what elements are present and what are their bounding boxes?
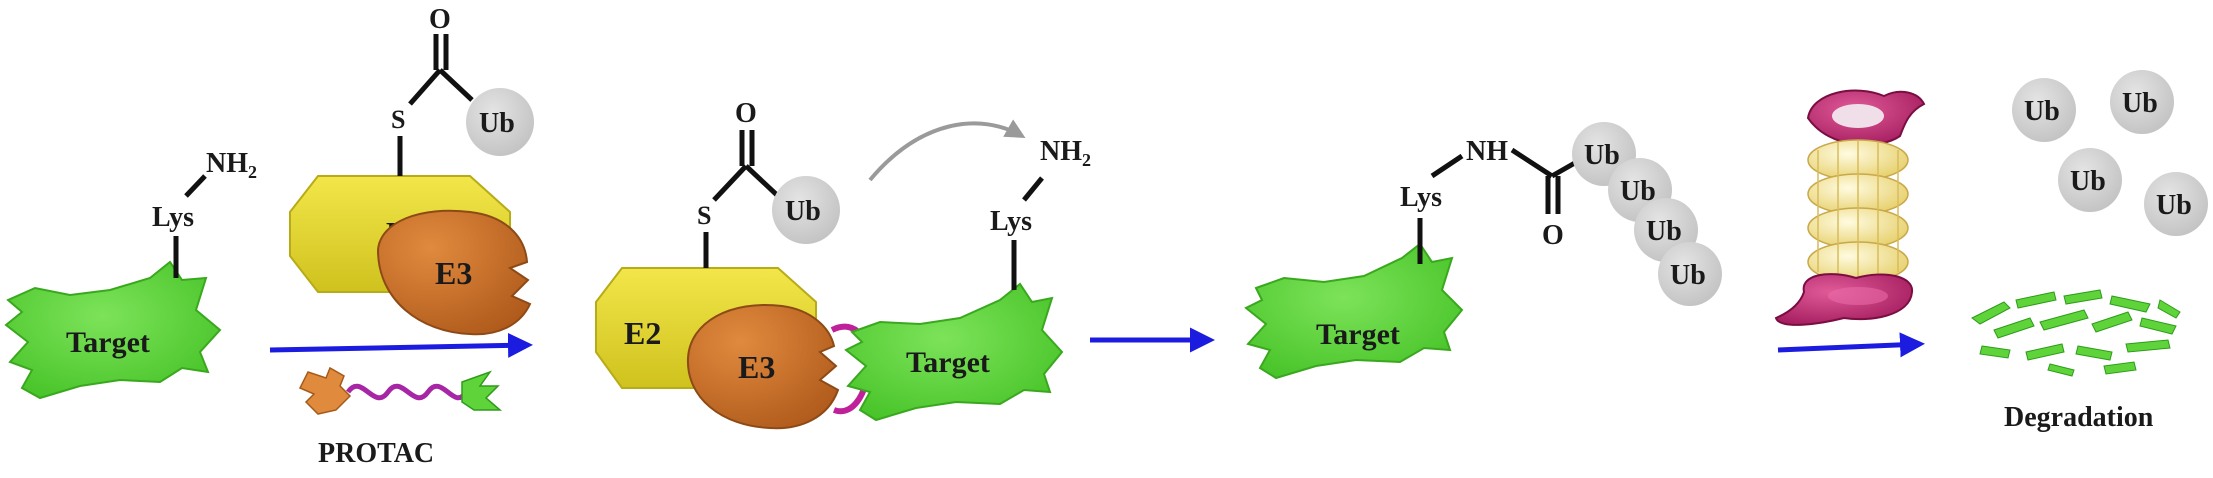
ubiquitin-chain-4: Ub — [1658, 242, 1722, 306]
e3-ligase-1: E3 — [376, 209, 532, 336]
ub-label: Ub — [1584, 140, 1620, 171]
nh-c-bond-3 — [1510, 147, 1554, 179]
lys-nh-bond-3 — [1430, 153, 1464, 179]
lys-label-2: Lys — [990, 206, 1032, 237]
ub-label: Ub — [785, 196, 821, 227]
target-protein-1: Target — [4, 260, 222, 400]
lys-nh2-bond-1 — [184, 174, 207, 198]
degraded-fragments — [1971, 289, 2181, 377]
free-ubiquitin-3: Ub — [2058, 148, 2122, 212]
nh2-label-2: NH2 — [1040, 136, 1091, 170]
ub-label: Ub — [1620, 176, 1656, 207]
lys-nh2-bond-2 — [1022, 176, 1044, 202]
lys-label-3: Lys — [1400, 182, 1442, 213]
target-label-2: Target — [906, 346, 990, 379]
ub-label: Ub — [1670, 260, 1706, 291]
degradation-label: Degradation — [2004, 402, 2154, 433]
ubiquitin-1: Ub — [466, 88, 534, 156]
free-ubiquitin-2: Ub — [2110, 70, 2174, 134]
target-label-3: Target — [1316, 318, 1400, 351]
e3-label-2: E3 — [738, 349, 775, 385]
o-label-1: O — [429, 4, 451, 35]
target-protein-2: Target — [844, 282, 1064, 422]
protac-molecule — [298, 366, 503, 415]
ubiquitin-2: Ub — [772, 176, 840, 244]
c-ub-bond-2 — [744, 164, 780, 198]
ub-label: Ub — [2024, 96, 2060, 127]
o-label-2: O — [735, 98, 757, 129]
lys-label-1: Lys — [152, 202, 194, 233]
proteasome-core — [1807, 139, 1909, 283]
free-ubiquitin-4: Ub — [2144, 172, 2208, 236]
transfer-arrow — [868, 119, 1026, 182]
nh2-label-1: NH2 — [206, 148, 257, 182]
reaction-arrow-1 — [269, 332, 533, 358]
ub-label: Ub — [479, 108, 515, 139]
ub-label: Ub — [2122, 88, 2158, 119]
e2-label-2: E2 — [624, 315, 661, 351]
target-protein-3: Target — [1244, 242, 1464, 380]
o-label-3: O — [1542, 220, 1564, 251]
s-label-2: S — [697, 201, 711, 230]
nh-label-3: NH — [1466, 136, 1508, 167]
c-ub-bond-1 — [438, 68, 474, 102]
e3-ligase-2: E3 — [686, 304, 840, 430]
e3-label-1: E3 — [435, 255, 472, 291]
s-label-1: S — [391, 105, 405, 134]
free-ubiquitin-1: Ub — [2012, 78, 2076, 142]
s-c-bond-1 — [408, 68, 442, 106]
target-label-1: Target — [66, 326, 150, 359]
s-c-bond-2 — [712, 164, 748, 202]
proteasome — [1774, 89, 1926, 326]
ub-label: Ub — [1646, 216, 1682, 247]
ub-label: Ub — [2156, 190, 2192, 221]
protac-label: PROTAC — [318, 438, 434, 469]
ub-label: Ub — [2070, 166, 2106, 197]
polyubiquitin-chain: Ub Ub Ub Ub — [1572, 122, 1722, 306]
reaction-arrow-3 — [1777, 332, 1925, 358]
